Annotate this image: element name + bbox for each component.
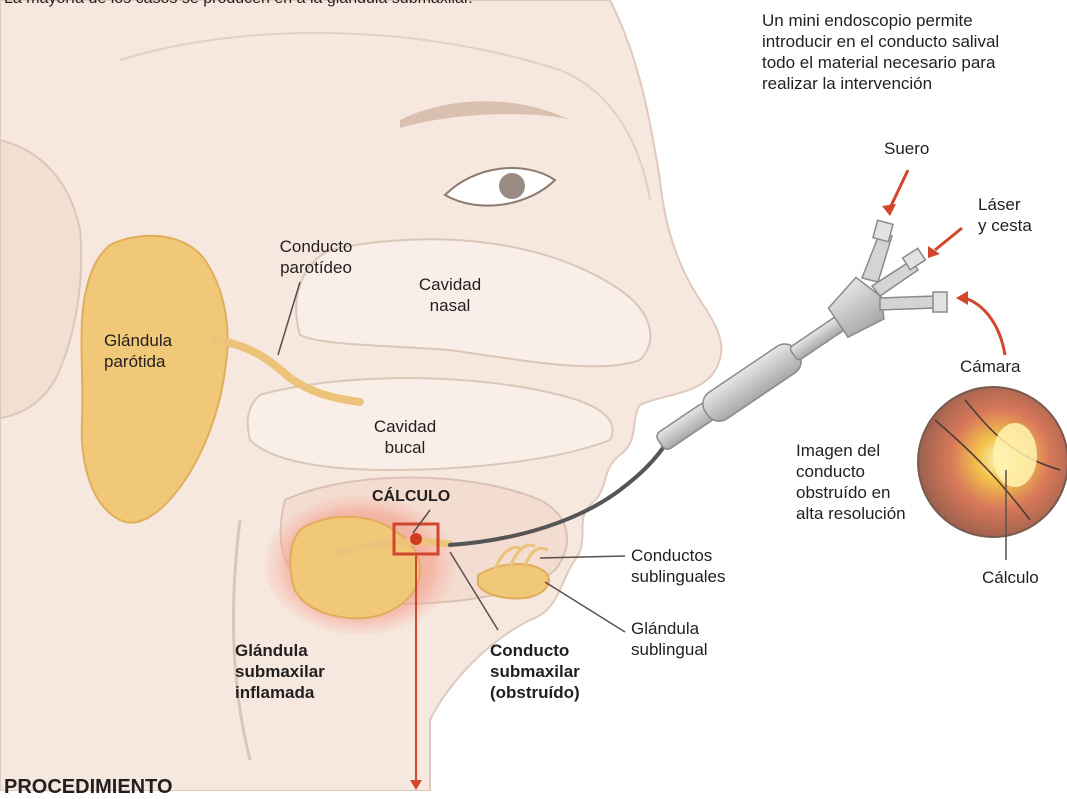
label-parotid-gland: Glándula parótida (104, 330, 172, 372)
label-camera: Cámara (960, 356, 1020, 377)
leader-sublingual-gland (545, 582, 625, 632)
label-laser-basket: Láser y cesta (978, 194, 1032, 236)
sublingual-gland (478, 564, 549, 598)
camera-arrowhead (956, 291, 968, 305)
label-submaxillary-duct: Conducto submaxilar (obstruído) (490, 640, 580, 703)
top-caption: La mayoría de los casos se producen en a… (4, 0, 473, 9)
laser-arrow (935, 228, 962, 250)
label-inset-calculus: Cálculo (982, 567, 1039, 588)
serum-arrow (890, 170, 908, 208)
endoscopic-image (918, 387, 1067, 537)
label-nasal-cavity: Cavidad nasal (395, 274, 505, 316)
intro-text: Un mini endoscopio permite introducir en… (762, 10, 999, 94)
label-sublingual-ducts: Conductos sublinguales (631, 545, 726, 587)
section-title-procedure: PROCEDIMIENTO (4, 775, 173, 799)
label-parotid-duct: Conducto parotídeo (256, 236, 376, 278)
label-sublingual-gland: Glándula sublingual (631, 618, 708, 660)
camera-arrow (965, 298, 1005, 355)
label-serum: Suero (884, 138, 929, 159)
label-oral-cavity: Cavidad bucal (350, 416, 460, 458)
inset-caption: Imagen del conducto obstruído en alta re… (796, 440, 906, 524)
label-calculus-tag: CÁLCULO (372, 486, 450, 507)
iris (499, 173, 525, 199)
serum-arrowhead (882, 204, 896, 216)
calculus-dot (410, 533, 422, 545)
label-submaxillary-gland: Glándula submaxilar inflamada (235, 640, 325, 703)
